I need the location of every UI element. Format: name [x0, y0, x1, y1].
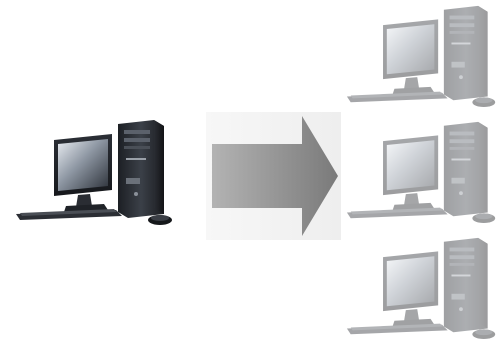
target-computer-1: [345, 4, 499, 108]
desktop-computer-icon: [345, 236, 499, 340]
right-arrow-icon: [206, 112, 341, 240]
target-computer-3: [345, 236, 499, 340]
target-computer-2: [345, 120, 499, 224]
distribution-arrow: [206, 112, 341, 240]
source-computer: [14, 118, 176, 226]
desktop-computer-icon: [345, 4, 499, 108]
desktop-computer-icon: [14, 118, 176, 226]
desktop-computer-icon: [345, 120, 499, 224]
